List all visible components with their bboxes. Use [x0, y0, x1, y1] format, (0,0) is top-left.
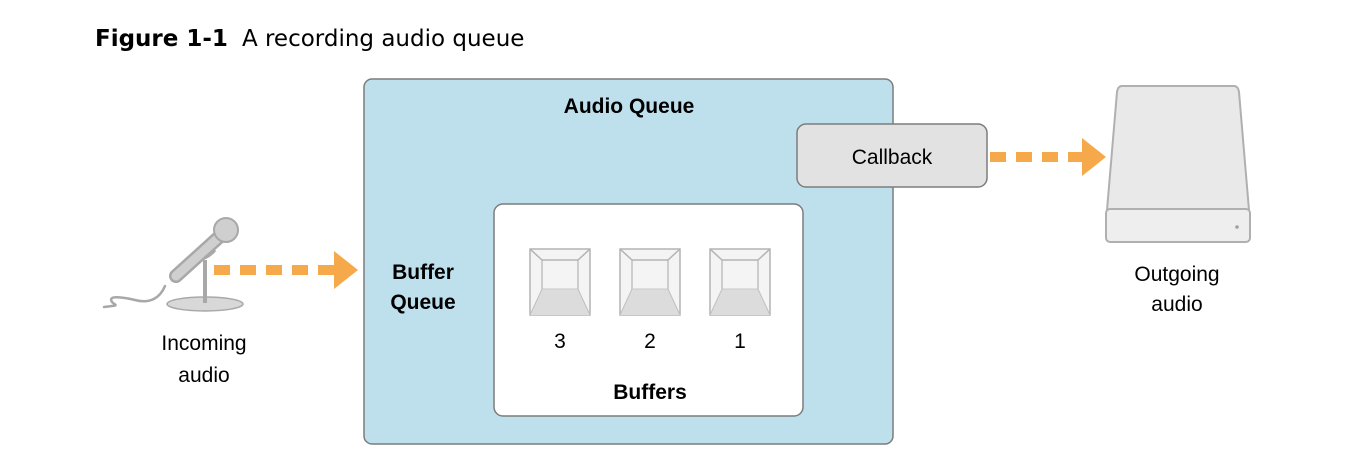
- buffer-queue-label-line1: Buffer: [392, 261, 454, 284]
- audio-queue-title: Audio Queue: [564, 95, 695, 118]
- buffer-cube-3: [529, 248, 591, 316]
- outgoing-arrow: [990, 138, 1106, 176]
- outgoing-audio-label-line1: Outgoing: [1134, 263, 1219, 286]
- callback-box: [796, 123, 988, 188]
- buffer-number-1: 1: [734, 330, 746, 353]
- callback-label: Callback: [852, 146, 933, 169]
- buffers-title: Buffers: [613, 381, 687, 404]
- buffer-number-3: 3: [554, 330, 566, 353]
- incoming-arrow: [214, 251, 358, 289]
- incoming-audio-label-line1: Incoming: [161, 332, 246, 355]
- incoming-audio-label-line2: audio: [178, 364, 229, 387]
- buffer-cube-1: [709, 248, 771, 316]
- outgoing-audio-label-line2: audio: [1151, 293, 1202, 316]
- buffer-number-2: 2: [644, 330, 656, 353]
- microphone-icon: [102, 217, 244, 312]
- storage-device-icon: [1105, 85, 1251, 243]
- figure-caption: Figure 1-1 A recording audio queue: [95, 26, 524, 52]
- figure-title: A recording audio queue: [241, 26, 525, 52]
- buffer-queue-label-line2: Queue: [390, 291, 455, 314]
- buffer-cube-2: [619, 248, 681, 316]
- figure-label: Figure 1-1: [95, 26, 228, 52]
